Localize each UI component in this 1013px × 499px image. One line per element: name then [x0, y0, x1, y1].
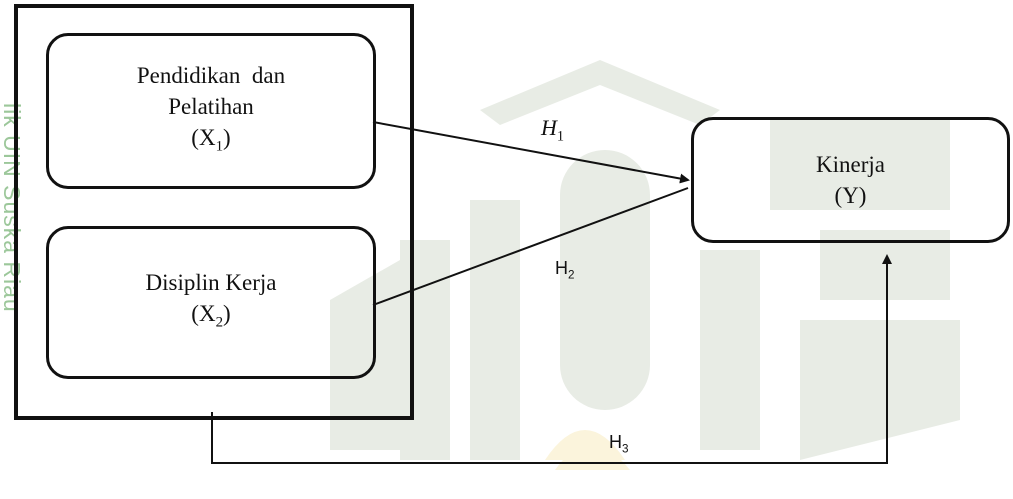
box-kinerja: Kinerja (Y): [691, 117, 1010, 243]
x1-symbol: (X1): [191, 124, 231, 155]
h1-label: H1: [541, 115, 565, 145]
x1-label-line2: Pelatihan: [168, 93, 254, 119]
box-pendidikan-pelatihan: Pendidikan dan Pelatihan (X1): [46, 33, 376, 189]
x2-label-line1: Disiplin Kerja: [145, 269, 277, 295]
y-symbol: (Y): [834, 183, 867, 208]
box-disiplin-kerja: Disiplin Kerja (X2): [46, 226, 376, 379]
h3-connector: [211, 254, 892, 464]
y-label-line1: Kinerja: [816, 152, 885, 177]
h1-arrow: [372, 121, 690, 184]
h2-label: H2: [555, 258, 575, 282]
h3-label: H3: [609, 432, 629, 456]
x2-symbol: (X2): [191, 300, 231, 331]
independent-variables-frame: [14, 4, 414, 420]
h2-arrow: [372, 187, 689, 306]
x1-label-line1: Pendidikan dan: [136, 62, 286, 88]
